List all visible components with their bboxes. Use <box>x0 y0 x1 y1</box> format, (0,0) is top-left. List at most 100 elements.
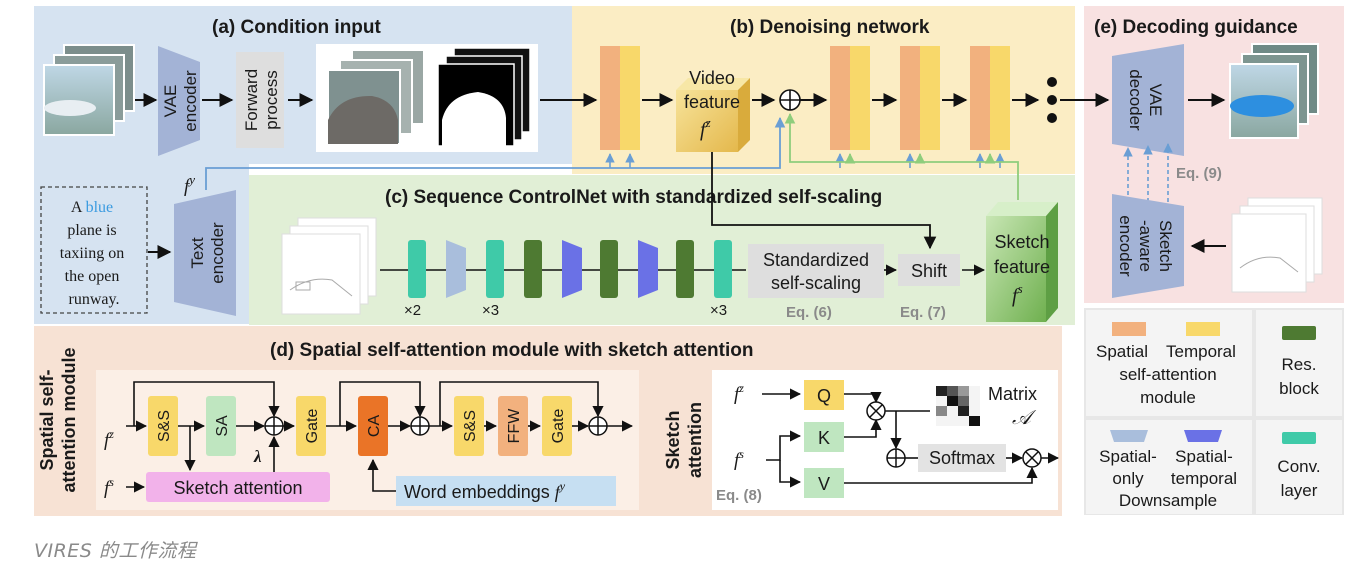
gate-box-1 <box>296 396 326 456</box>
fs-label-sa: fs <box>734 447 744 471</box>
conv-layer-3 <box>714 240 732 298</box>
svg-text:SA: SA <box>214 415 231 437</box>
video-feature-cube <box>676 78 750 152</box>
legend-swatch-temporal <box>1186 322 1220 336</box>
decoder-guidance-arrows <box>1123 143 1173 202</box>
add-op-d3 <box>588 416 608 436</box>
svg-text:Conv.layer: Conv.layer <box>1277 457 1320 500</box>
eq6-label: Eq. (6) <box>786 304 832 321</box>
svg-text:Word embeddings fy: Word embeddings fy <box>404 479 566 502</box>
res-block-3 <box>676 240 694 298</box>
svg-text:S&S: S&S <box>462 410 479 442</box>
k-box <box>804 422 844 452</box>
svg-text:Sketch attention: Sketch attention <box>173 478 302 498</box>
svg-text:CA: CA <box>366 415 383 438</box>
svg-text:𝒜: 𝒜 <box>1012 407 1037 429</box>
sketch-aware-encoder <box>1112 194 1184 298</box>
panel-e-title: (e) Decoding guidance <box>1094 17 1298 38</box>
sketch-frames-e <box>1231 197 1323 293</box>
svg-text:FFW: FFW <box>506 408 523 444</box>
add-op-b <box>779 89 801 111</box>
spatial-only-downsample <box>446 240 466 298</box>
svg-text:Spatial: Spatial <box>1096 342 1148 361</box>
svg-text:S&S: S&S <box>156 410 173 442</box>
text-prompt-box <box>40 186 148 314</box>
matmul-op-1 <box>866 401 886 421</box>
legend-swatch-res-block <box>1282 326 1316 340</box>
spatial-temporal-downsample-1 <box>562 240 582 298</box>
ffw-box <box>498 396 528 456</box>
input-video-frames <box>43 44 135 136</box>
standardized-self-scaling-box <box>748 244 884 298</box>
softmax-box <box>918 444 1006 472</box>
svg-text:Softmax: Softmax <box>929 448 995 468</box>
fs-label-c: fs <box>1012 281 1023 307</box>
svg-text:Sketch-awareencoder: Sketch-awareencoder <box>1116 215 1175 277</box>
noisy-latent-frames <box>327 49 425 145</box>
ca-box <box>358 396 388 456</box>
ss-box-1 <box>148 396 178 456</box>
sketch-input-frames <box>281 217 377 315</box>
spatial-temporal-downsample-2 <box>638 240 658 298</box>
denoise-block-4 <box>970 46 1010 150</box>
output-video-frames <box>1229 43 1319 139</box>
fz-label-sa: fz <box>734 381 744 405</box>
add-op-d1 <box>264 416 284 436</box>
panel-c-title: (c) Sequence ControlNet with standardize… <box>385 187 882 208</box>
forward-process-box <box>236 52 284 148</box>
legend-swatch-spatial-only <box>1110 430 1148 442</box>
sketch-feature-cube <box>986 202 1058 322</box>
lambda-label: λ <box>253 447 262 466</box>
ellipsis-dots <box>1047 77 1057 123</box>
svg-text:Matrix: Matrix <box>988 384 1037 404</box>
sa-box <box>206 396 236 456</box>
gate-box-2 <box>542 396 572 456</box>
conv-layer-2 <box>486 240 504 298</box>
svg-text:Spatial self-attention module: Spatial self-attention module <box>37 348 79 493</box>
figure-caption: VIRES 的工作流程 <box>34 540 197 562</box>
panel-b-title: (b) Denoising network <box>730 17 930 38</box>
denoise-block-3 <box>900 46 940 150</box>
eq8-label: Eq. (8) <box>716 487 762 504</box>
eq7-label: Eq. (7) <box>900 304 946 321</box>
sketch-condition-arrows <box>784 112 1019 200</box>
q-box <box>804 380 844 410</box>
conv-layer-1 <box>408 240 426 298</box>
svg-text:VAEencoder: VAEencoder <box>161 70 200 132</box>
svg-text:×3: ×3 <box>482 302 499 319</box>
shift-box <box>898 254 960 286</box>
legend-swatch-spatial <box>1112 322 1146 336</box>
svg-text:Forwardprocess: Forwardprocess <box>242 69 281 131</box>
panel-d-title: (d) Spatial self-attention module with s… <box>270 340 753 361</box>
svg-text:VAEdecoder: VAEdecoder <box>1126 69 1165 131</box>
svg-text:Shift: Shift <box>911 261 947 281</box>
add-op-sa <box>886 448 906 468</box>
svg-text:Spatial-temporal: Spatial-temporal <box>1171 447 1237 488</box>
denoise-block-1 <box>600 46 640 150</box>
matmul-op-2 <box>1022 448 1042 468</box>
svg-text:Downsample: Downsample <box>1119 491 1217 510</box>
res-block-1 <box>524 240 542 298</box>
fs-label-d: fs <box>104 475 114 499</box>
eq9-label: Eq. (9) <box>1176 165 1222 182</box>
svg-text:Textencoder: Textencoder <box>188 222 227 284</box>
svg-text:Temporal: Temporal <box>1166 342 1236 361</box>
svg-text:K: K <box>818 428 830 448</box>
legend-swatch-conv-layer <box>1282 432 1316 444</box>
panel-a-title: (a) Condition input <box>212 17 382 38</box>
svg-text:Gate: Gate <box>550 409 567 444</box>
vae-encoder <box>158 46 200 156</box>
fz-label-d: fz <box>104 427 114 451</box>
svg-text:V: V <box>818 474 830 494</box>
sketch-attention-box <box>146 472 330 502</box>
text-condition-arrows <box>605 153 1005 168</box>
word-embeddings-box <box>396 476 616 506</box>
panel-c-bg <box>249 175 1075 325</box>
svg-text:Q: Q <box>817 386 831 406</box>
fy-label-a: fy <box>184 172 195 197</box>
